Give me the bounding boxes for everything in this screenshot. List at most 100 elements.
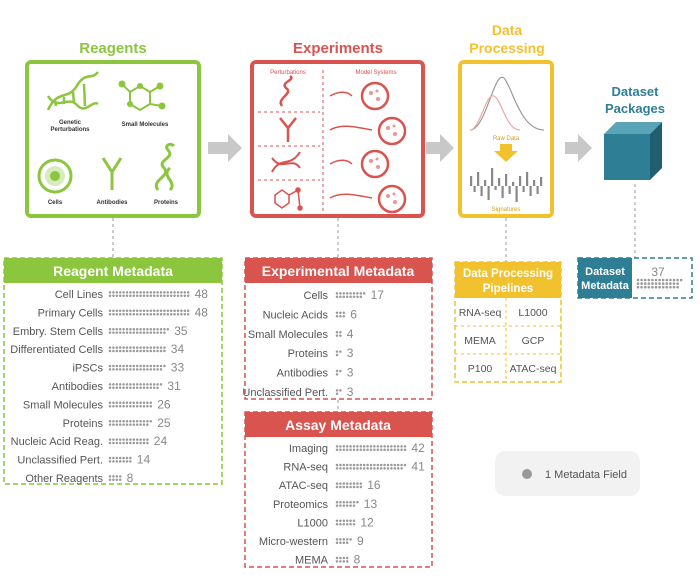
flow-arrow-2: [426, 134, 454, 162]
metadata-dot: [396, 467, 400, 470]
metadata-dot: [393, 448, 397, 452]
metadata-dot: [118, 346, 122, 349]
metadata-dot: [335, 538, 339, 541]
metadata-dot: [108, 404, 112, 408]
metadata-dot: [108, 331, 112, 334]
metadata-dot: [118, 441, 122, 445]
metadata-row-count: 42: [411, 441, 425, 455]
metadata-dot: [125, 364, 129, 368]
metadata-dot: [362, 448, 366, 452]
metadata-dot: [112, 401, 115, 405]
metadata-dot: [108, 456, 112, 460]
metadata-dot: [373, 448, 376, 452]
metadata-dot: [118, 478, 122, 482]
metadata-row-label: ATAC-seq: [279, 480, 328, 492]
metadata-dot: [390, 467, 393, 470]
dataset-metadata-title-line2: Metadata: [581, 280, 630, 292]
metadata-dot: [125, 346, 129, 349]
metadata-row-count: 8: [127, 471, 134, 485]
metadata-dot: [339, 334, 342, 337]
metadata-dot: [335, 482, 339, 485]
metadata-dot: [393, 467, 397, 470]
metadata-dot: [356, 463, 359, 467]
metadata-dot: [122, 401, 125, 405]
metadata-dot: [108, 309, 112, 313]
metadata-dot: [149, 368, 153, 371]
metadata-dot: [335, 500, 339, 504]
metadata-dot: [149, 401, 153, 405]
metadata-row-count: 4: [347, 327, 354, 341]
dataset-dot: [658, 285, 661, 289]
genetic-label-line2: Perturbations: [50, 127, 90, 133]
metadata-dot: [163, 294, 166, 298]
metadata-dot: [345, 541, 349, 545]
metadata-dot: [156, 346, 159, 349]
metadata-dot: [122, 423, 125, 426]
metadata-dot: [146, 294, 149, 298]
metadata-dot: [342, 295, 346, 299]
metadata-dot: [335, 311, 339, 315]
metadata-dot: [352, 445, 356, 448]
metadata-dot: [349, 485, 352, 489]
metadata-dot: [390, 448, 393, 452]
pipeline-gcp: GCP: [522, 335, 545, 347]
signature-bar: [494, 186, 497, 190]
metadata-dot: [335, 292, 339, 295]
signature-bar: [533, 180, 536, 186]
metadata-dot: [146, 364, 149, 368]
metadata-dot: [142, 423, 146, 426]
metadata-dot: [149, 346, 153, 349]
metadata-row-label: iPSCs: [72, 363, 103, 375]
metadata-dot: [369, 445, 373, 448]
metadata-dot: [122, 404, 125, 408]
metadata-dot: [366, 467, 369, 470]
metadata-dot: [359, 448, 363, 452]
dataset-dot: [654, 282, 658, 285]
assay-metadata-header-bg: [245, 412, 432, 437]
metadata-dot: [149, 291, 153, 294]
metadata-dot: [146, 383, 149, 386]
reagent-metadata-header-bg: [4, 258, 222, 283]
dataset-metadata-title-line1: Dataset: [585, 266, 625, 278]
dataset-cube-icon: [604, 122, 662, 180]
metadata-dot: [142, 383, 146, 386]
cell-dish-icons: [360, 81, 407, 214]
metadata-dot: [156, 368, 159, 371]
metadata-dot: [139, 383, 142, 386]
metadata-dot: [349, 467, 352, 470]
metadata-row-label: Proteomics: [273, 499, 329, 511]
metadata-dot: [362, 467, 366, 470]
signature-bar: [522, 186, 525, 192]
metadata-row-count: 9: [357, 534, 364, 548]
metadata-dot: [118, 423, 122, 426]
metadata-dot: [156, 386, 159, 390]
metadata-dot: [335, 467, 339, 470]
metadata-dot: [335, 334, 339, 337]
metadata-dot: [146, 312, 149, 316]
metadata-dot: [159, 327, 163, 331]
legend-box: [495, 451, 640, 496]
metadata-dot: [335, 389, 339, 392]
metadata-dot: [115, 291, 119, 294]
metadata-dot: [379, 463, 383, 467]
metadata-dot: [122, 294, 125, 298]
metadata-dot: [132, 383, 136, 386]
metadata-dot: [125, 438, 129, 441]
dataset-dot: [665, 285, 669, 289]
metadata-dot: [339, 295, 342, 299]
metadata-row-label: Small Molecules: [23, 399, 104, 411]
metadata-row-count: 48: [195, 305, 209, 319]
metadata-dot: [135, 441, 139, 445]
metadata-dot: [349, 522, 352, 526]
dataset-dot: [676, 285, 679, 289]
metadata-row-label: Cell Lines: [55, 289, 104, 301]
metadata-row-label: RNA-seq: [283, 462, 328, 474]
metadata-dot: [339, 314, 342, 318]
dataset-dot: [661, 282, 665, 285]
dataset-dot: [669, 278, 672, 282]
metadata-dot: [396, 463, 400, 467]
pipeline-p100: P100: [468, 363, 493, 375]
flow-arrow-3: [565, 134, 592, 162]
legend-dot: [522, 469, 532, 479]
metadata-dot: [342, 314, 346, 318]
